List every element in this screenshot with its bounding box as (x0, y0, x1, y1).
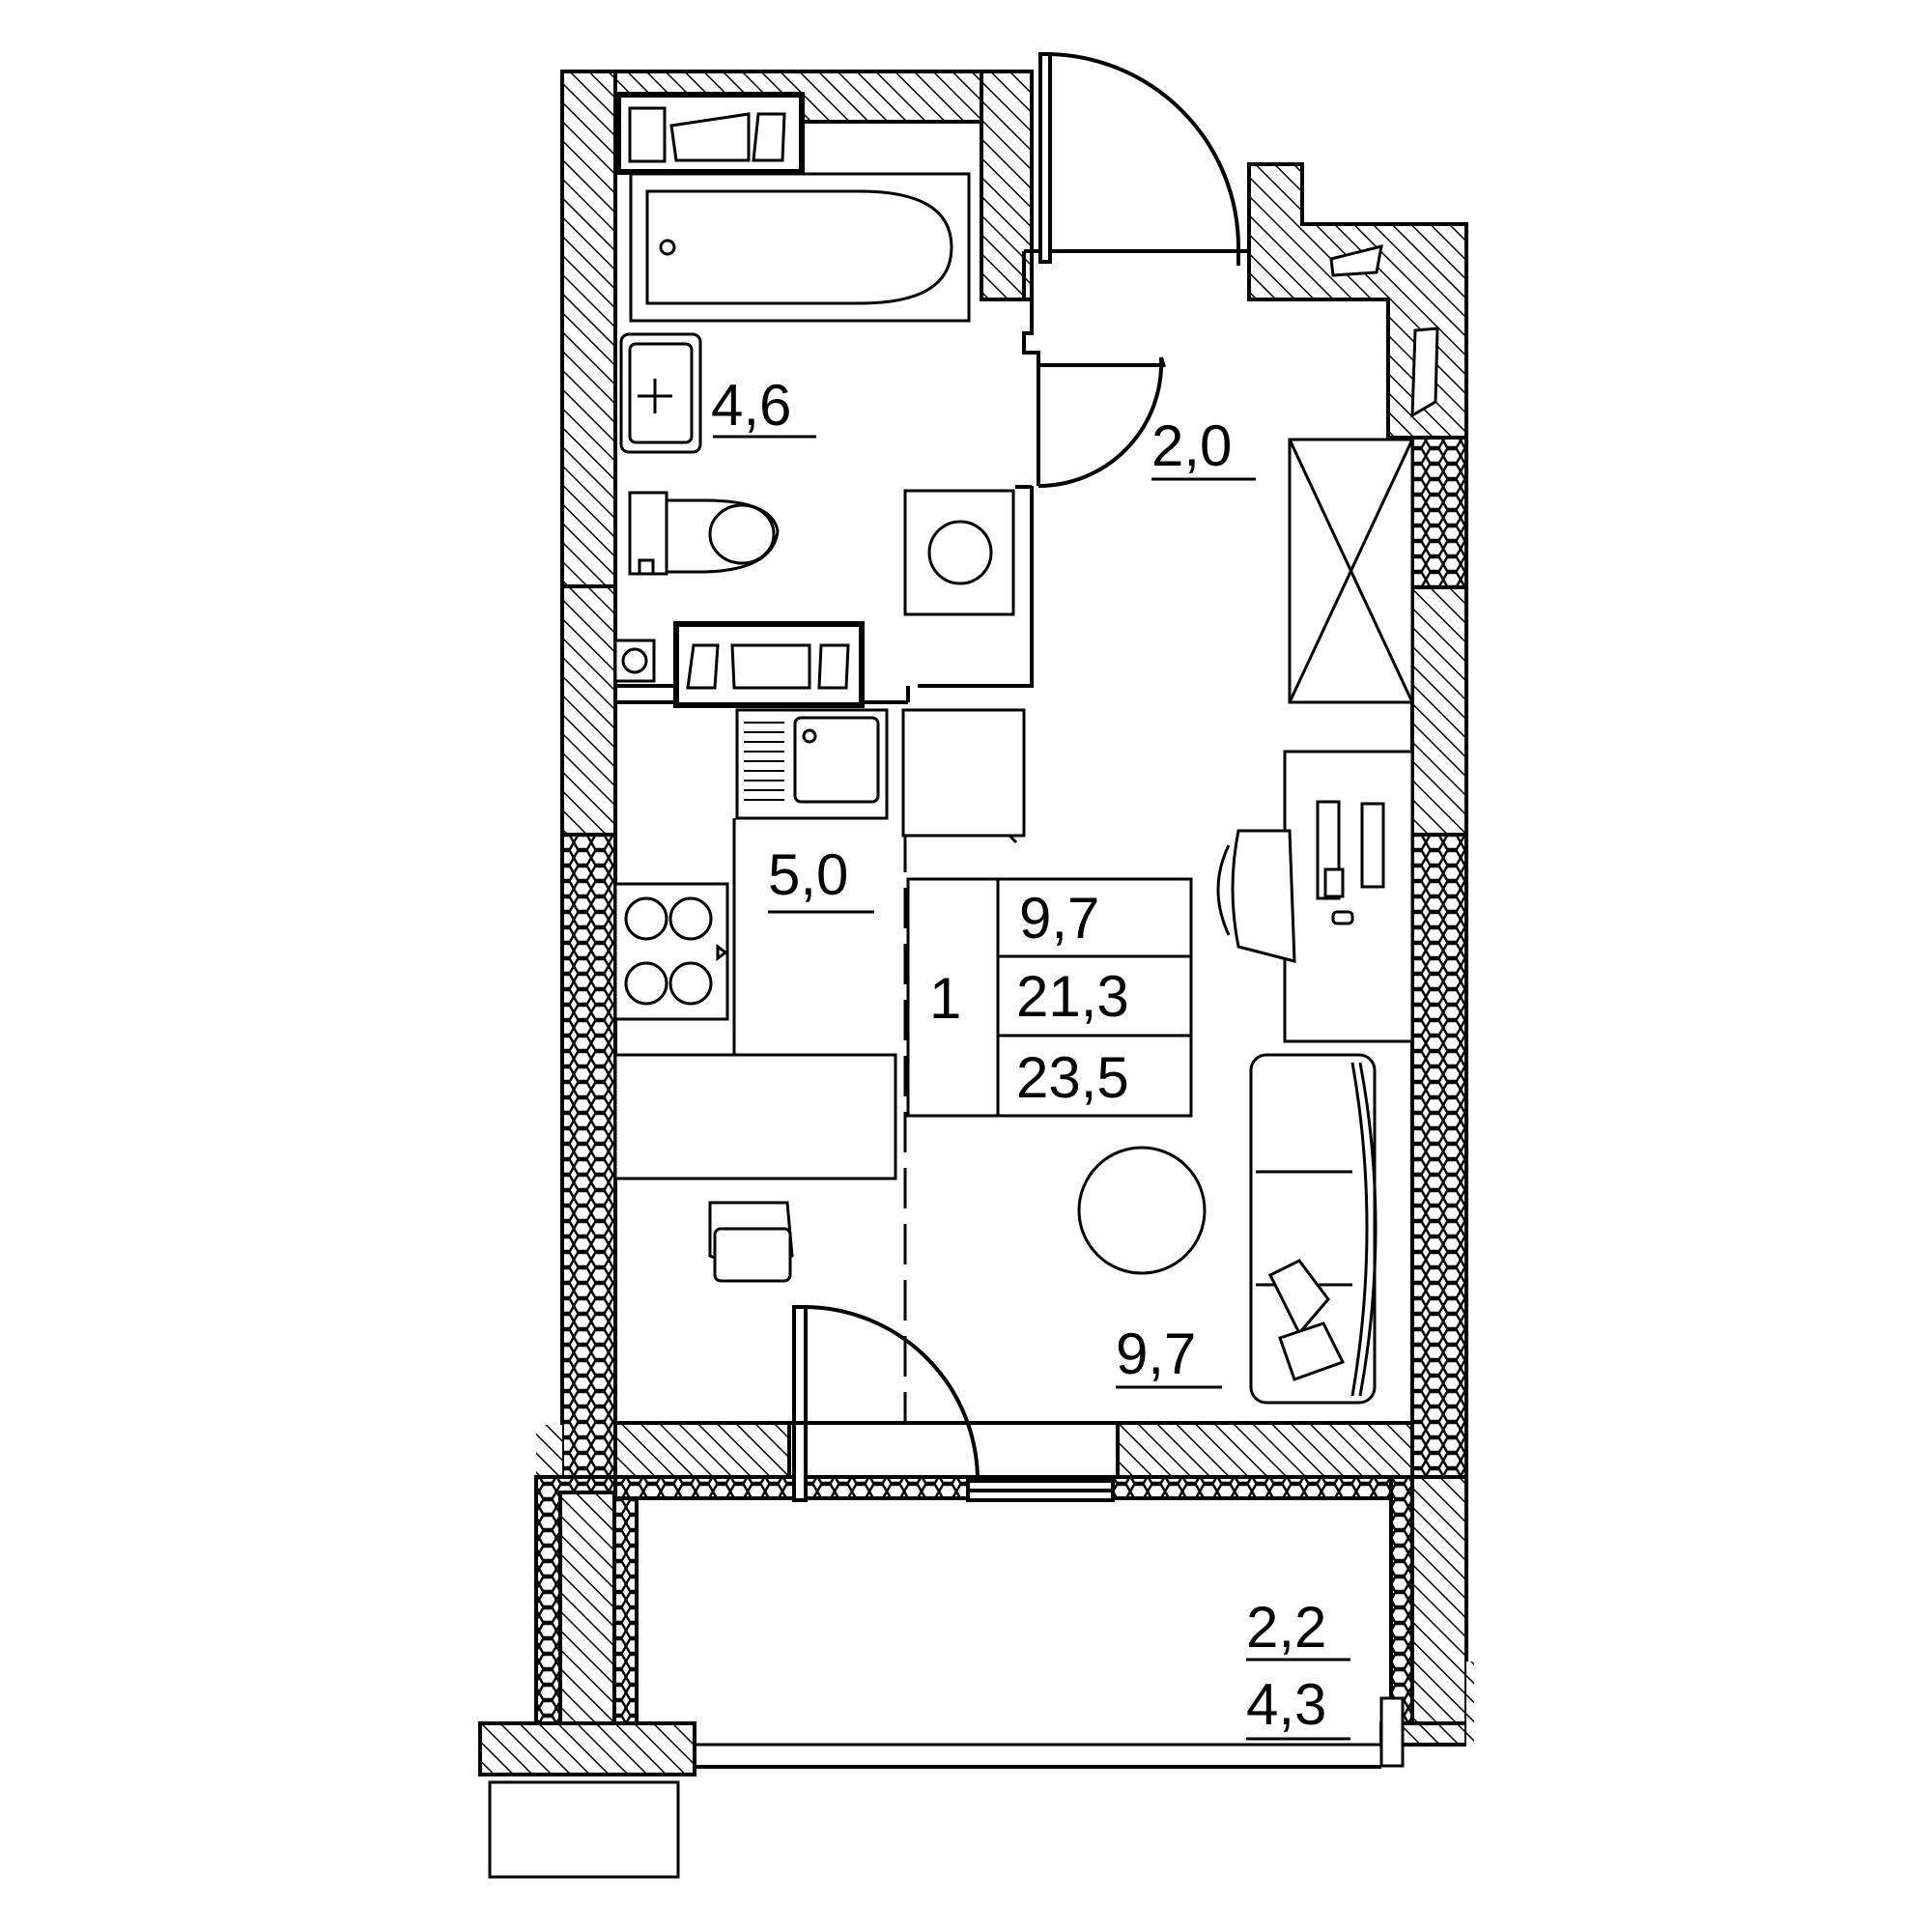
entrance-door-icon[interactable] (1038, 52, 1240, 266)
toilet-icon (628, 491, 780, 576)
kitchen-sink-icon (735, 708, 889, 820)
balcony-post-icon (1379, 1696, 1405, 1768)
balcony-area-reduced-label: 4,3 (1246, 1672, 1326, 1737)
hall-area-label: 2,0 (1151, 413, 1232, 478)
area-summary-table (906, 877, 1193, 1118)
chair-icon (1216, 829, 1296, 963)
balcony-door-icon[interactable] (789, 1305, 1118, 1502)
summary-labels: 1 9,7 21,3 23,5 (929, 886, 1129, 1110)
sofa-icon (1249, 1053, 1378, 1405)
rooms-count: 1 (929, 966, 961, 1031)
wardrobe-icon (1288, 438, 1414, 704)
bathroom-door-icon[interactable] (1037, 356, 1166, 489)
fridge-icon (901, 708, 1026, 844)
total-area-with-balcony-value: 23,5 (1016, 1045, 1129, 1110)
radiator-icon (673, 621, 865, 708)
living-area-value: 9,7 (1019, 886, 1099, 951)
living-room-area-label: 9,7 (1116, 1321, 1196, 1386)
washing-machine-icon (903, 489, 1015, 616)
room-labels: 4,6 2,0 5,0 9,7 2,2 4,3 (711, 373, 1350, 1741)
balcony-area-label: 2,2 (1246, 1595, 1326, 1660)
dining-chair-icon (708, 1201, 794, 1283)
kitchen-area-label: 5,0 (768, 842, 848, 907)
radiator-icon (1329, 243, 1439, 418)
coffee-table-icon (1077, 1146, 1207, 1275)
bathtub-icon (629, 172, 971, 323)
kitchen-counter (613, 702, 897, 1180)
partitions (615, 249, 1381, 1769)
bathroom-area-label: 4,6 (711, 373, 791, 438)
ac-unit-icon (488, 1780, 680, 1879)
sink-icon (619, 332, 702, 454)
desk-icon (1283, 750, 1414, 1043)
radiator-icon (615, 92, 805, 175)
stove-icon (613, 882, 729, 1021)
riser-icon (613, 639, 656, 683)
total-area-value: 21,3 (1016, 964, 1129, 1029)
